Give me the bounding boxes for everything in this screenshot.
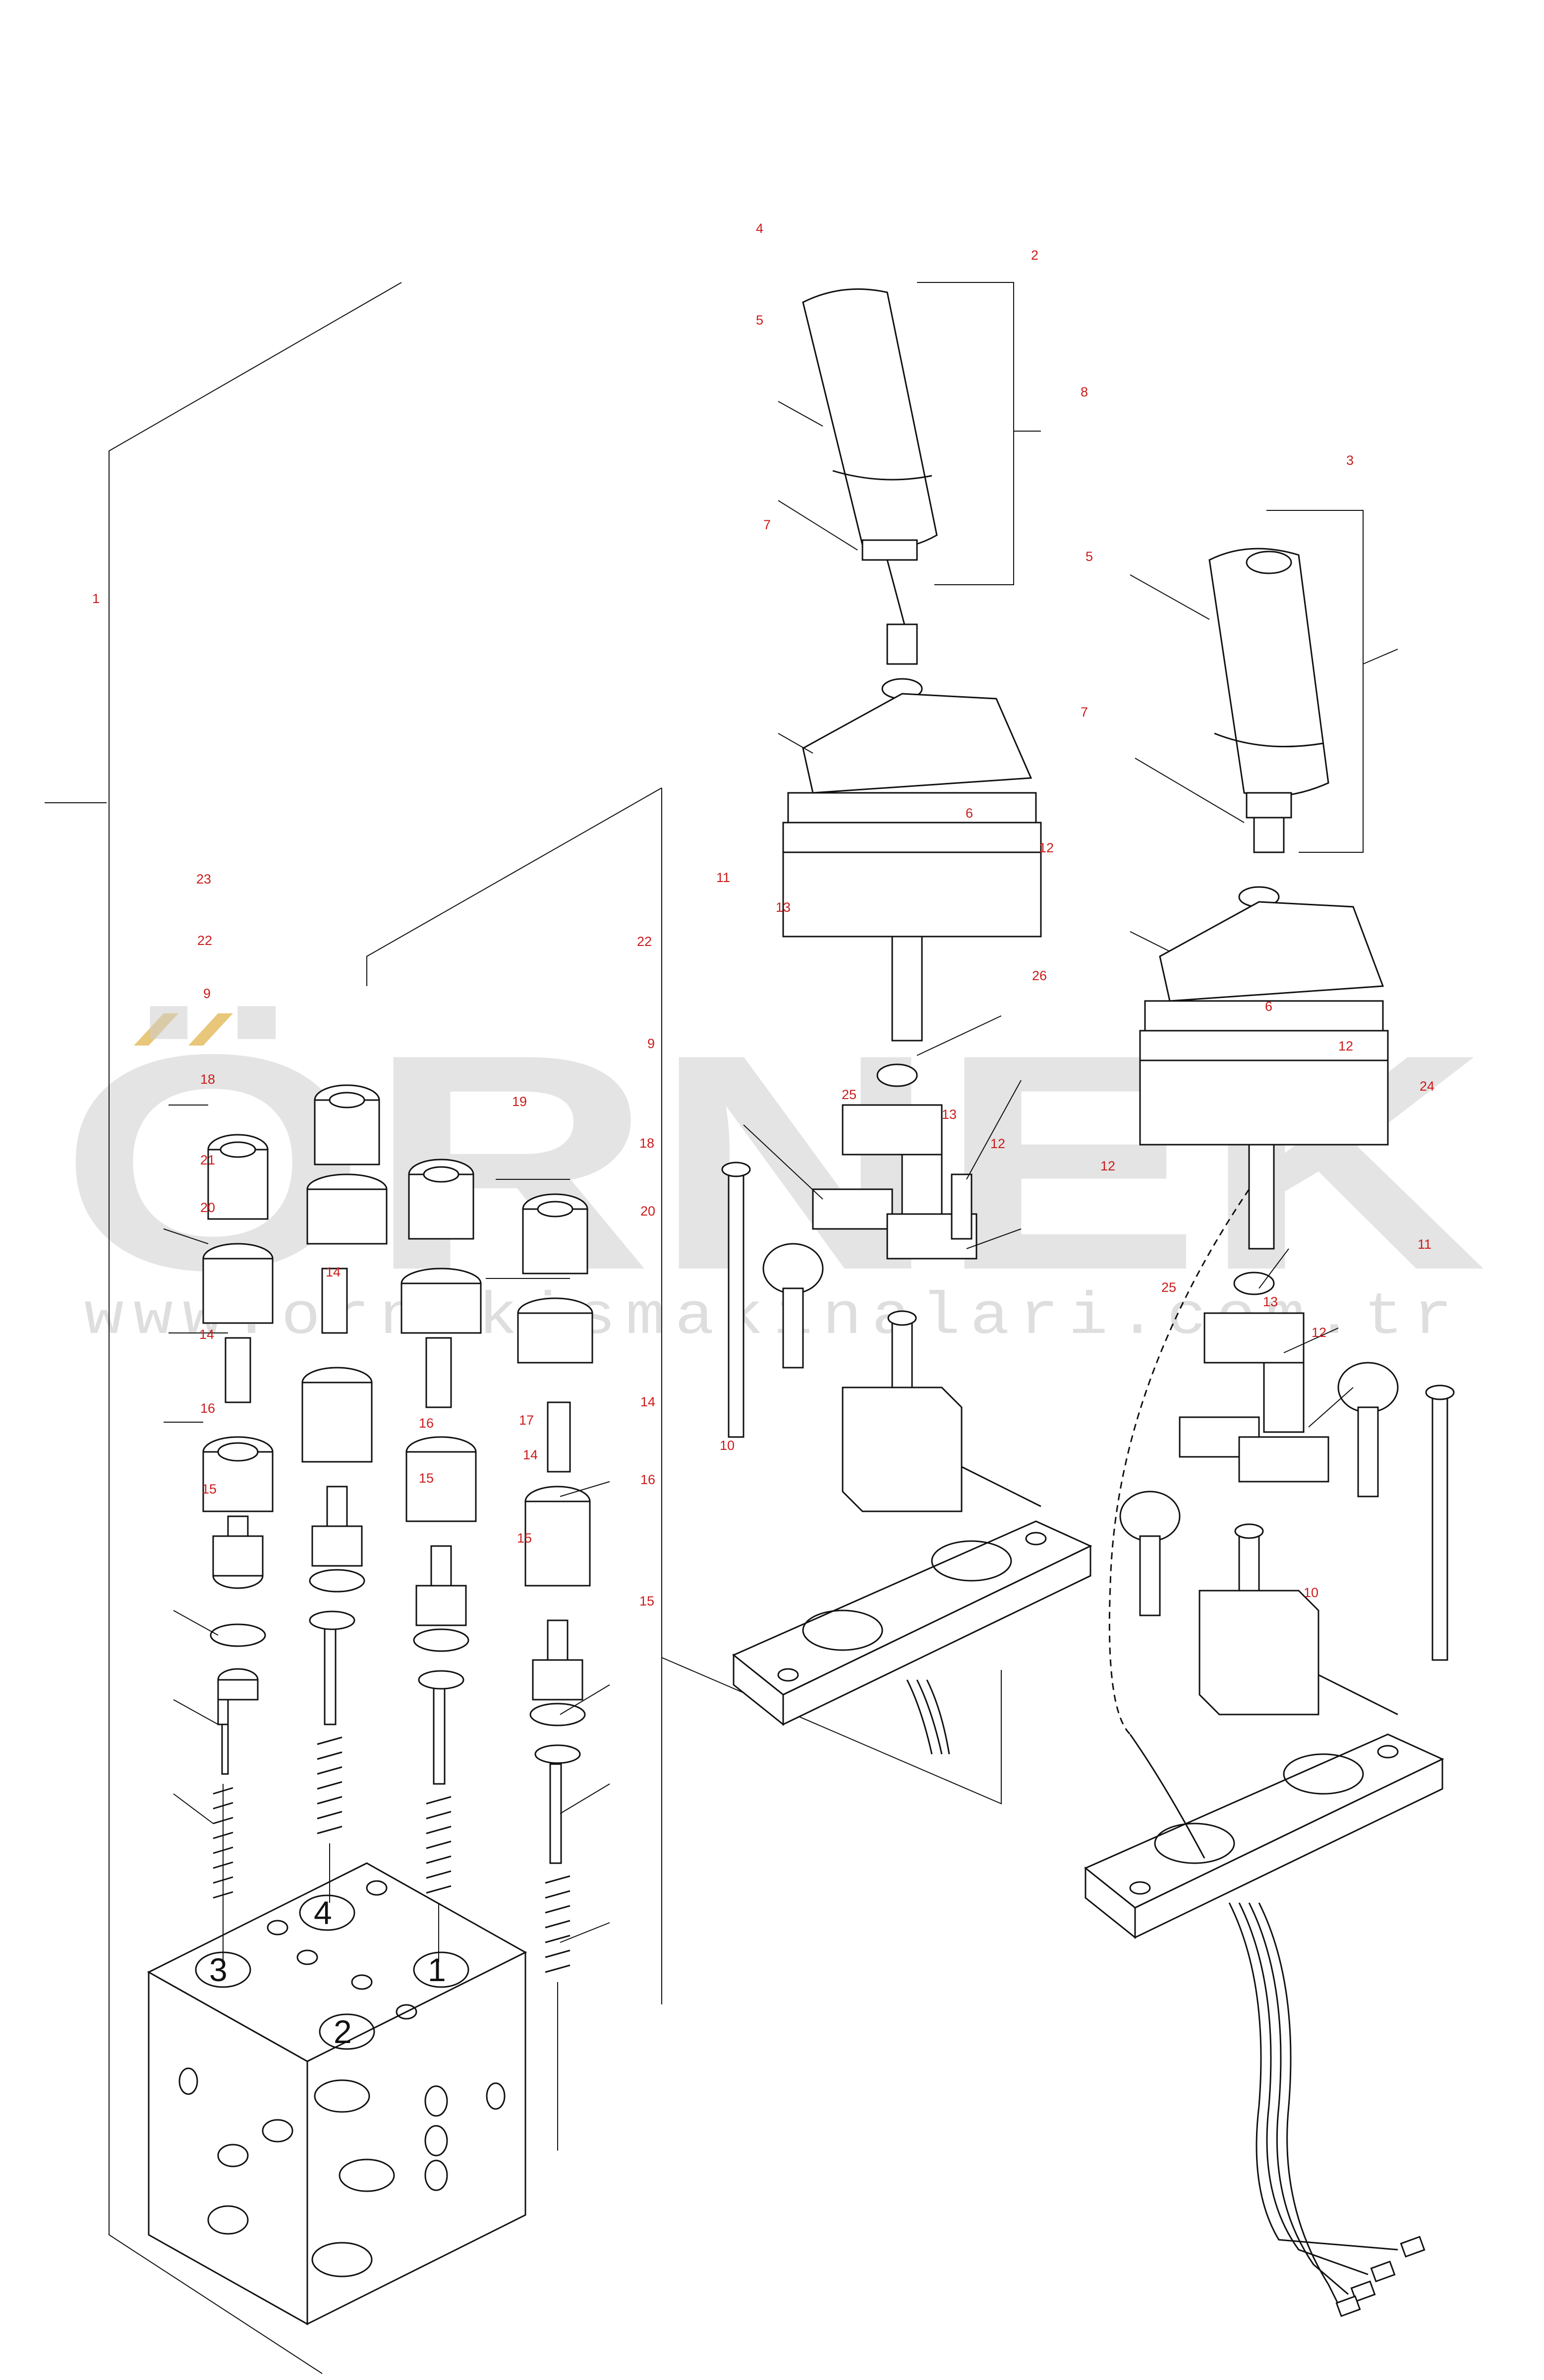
port-number: 2 (334, 2013, 352, 2050)
callouts: 1 2 3 4 5 5 6 6 7 7 8 9 9 10 10 11 11 12… (92, 221, 1434, 1608)
callout-number: 19 (512, 1094, 527, 1109)
callout-number: 6 (1265, 999, 1272, 1014)
callout-number: 16 (640, 1472, 655, 1487)
cables (1108, 1189, 1426, 2317)
valve-stacks (202, 1084, 593, 2151)
callout-number: 5 (1086, 549, 1093, 564)
callout-number: 15 (639, 1594, 654, 1608)
callout-number: 12 (1039, 840, 1054, 855)
handle-assembly-right (1139, 548, 1389, 1295)
callout-number: 13 (942, 1107, 957, 1122)
callout-number: 25 (842, 1087, 857, 1102)
port-number: 4 (314, 1894, 332, 1931)
callout-number: 7 (763, 517, 771, 532)
callout-number: 9 (647, 1036, 655, 1051)
callout-number: 11 (1418, 1237, 1431, 1252)
base-plate-right (1084, 1733, 1444, 1939)
callout-number: 15 (517, 1531, 532, 1546)
valve-block: 3 4 1 2 (147, 1862, 527, 2325)
callout-number: 2 (1031, 248, 1038, 263)
gimbal-mechanism-left (721, 1104, 1041, 1512)
handle-assembly-upper (782, 288, 1042, 1087)
watermark-accent-mark (134, 1013, 178, 1046)
callout-number: 18 (200, 1072, 215, 1087)
callout-number: 4 (756, 221, 763, 236)
callout-number: 7 (1081, 705, 1088, 720)
callout-number: 12 (1312, 1325, 1326, 1340)
callout-number: 23 (196, 872, 211, 886)
callout-number: 15 (202, 1482, 217, 1496)
callout-number: 26 (1032, 968, 1047, 983)
callout-number: 24 (1420, 1079, 1434, 1094)
callout-number: 10 (720, 1438, 735, 1453)
callout-number: 10 (1304, 1585, 1318, 1600)
callout-number: 16 (419, 1416, 434, 1431)
base-plate-left (732, 1520, 1092, 1755)
callout-number: 12 (990, 1136, 1005, 1151)
callout-number: 14 (326, 1265, 341, 1279)
callout-number: 14 (640, 1394, 655, 1409)
callout-number: 9 (203, 986, 211, 1001)
callout-number: 15 (419, 1471, 434, 1486)
callout-number: 22 (197, 933, 212, 948)
leader-lines (163, 401, 1354, 1943)
callout-number: 18 (639, 1136, 654, 1151)
callout-number: 13 (1263, 1294, 1278, 1309)
callout-number: 3 (1346, 453, 1354, 468)
callout-number: 17 (519, 1413, 534, 1428)
callout-number: 21 (200, 1153, 215, 1167)
callout-number: 25 (1161, 1280, 1176, 1295)
callout-number: 20 (200, 1200, 215, 1215)
port-number: 1 (428, 1951, 446, 1988)
callout-number: 5 (756, 313, 763, 328)
callout-number: 1 (92, 591, 100, 606)
watermark-accent-mark (188, 1013, 233, 1046)
callout-number: 11 (716, 870, 730, 885)
callout-number: 12 (1338, 1039, 1353, 1053)
callout-number: 20 (640, 1204, 655, 1218)
callout-number: 12 (1100, 1159, 1115, 1173)
callout-number: 8 (1081, 385, 1088, 399)
callout-number: 14 (523, 1447, 538, 1462)
callout-number: 14 (199, 1327, 214, 1342)
gimbal-mechanism-right (1119, 1312, 1455, 1716)
callout-number: 6 (966, 806, 973, 821)
callout-number: 16 (200, 1401, 215, 1416)
port-number: 3 (209, 1951, 228, 1988)
callout-number: 22 (637, 934, 652, 949)
callout-number: 13 (776, 900, 791, 915)
